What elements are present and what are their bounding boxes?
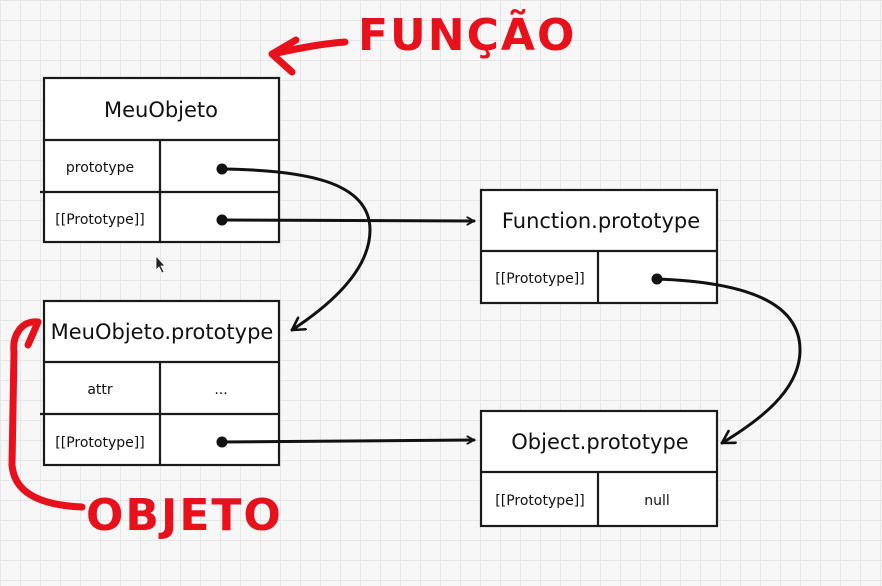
- arrow-meu-objeto-to-function-prototype: [220, 220, 476, 221]
- annotation-objeto: OBJETO: [8, 318, 283, 541]
- arrow-meu-objeto-prototype-to-object-prototype: [220, 440, 476, 442]
- annotation-funcao: FUNÇÃO: [268, 8, 576, 76]
- annotation-objeto-label: OBJETO: [86, 490, 283, 541]
- box-meu-objeto-prototype-frame: [42, 299, 281, 467]
- meu-objeto-prototype-row-attr-value: ...: [214, 382, 227, 398]
- object-prototype-row-internal-prototype-key: [[Prototype]]: [495, 493, 584, 509]
- box-function-prototype: Function.prototype [[Prototype]]: [479, 188, 719, 305]
- box-object-prototype: Object.prototype [[Prototype]] null: [479, 409, 719, 528]
- mouse-cursor-icon: [155, 254, 166, 274]
- red-bracket-to-meu-objeto-prototype: [8, 318, 86, 511]
- function-prototype-row-internal-prototype-key: [[Prototype]]: [495, 271, 584, 287]
- annotation-funcao-label: FUNÇÃO: [358, 8, 576, 61]
- arrow-meu-objeto-prototype-to-meu-objeto-prototype-object: [220, 167, 372, 332]
- meu-objeto-row-internal-prototype-key: [[Prototype]]: [55, 212, 144, 228]
- box-meu-objeto-frame: [42, 76, 281, 244]
- red-arrow-to-meu-objeto: [268, 36, 349, 76]
- box-function-prototype-title: Function.prototype: [502, 209, 700, 233]
- box-object-prototype-title: Object.prototype: [511, 430, 688, 454]
- box-meu-objeto-title: MeuObjeto: [104, 98, 218, 122]
- red-hook-head: [24, 318, 42, 349]
- meu-objeto-row-prototype-key: prototype: [66, 160, 134, 176]
- meu-objeto-prototype-row-attr-key: attr: [87, 382, 113, 398]
- arrow-function-prototype-to-object-prototype: [655, 277, 802, 445]
- box-meu-objeto: MeuObjeto prototype [[Prototype]]: [40, 76, 281, 244]
- box-meu-objeto-prototype-title: MeuObjeto.prototype: [51, 320, 274, 344]
- object-prototype-row-internal-prototype-value: null: [644, 493, 670, 509]
- meu-objeto-prototype-row-internal-prototype-key: [[Prototype]]: [55, 435, 144, 451]
- box-meu-objeto-prototype: MeuObjeto.prototype attr ... [[Prototype…: [40, 299, 281, 467]
